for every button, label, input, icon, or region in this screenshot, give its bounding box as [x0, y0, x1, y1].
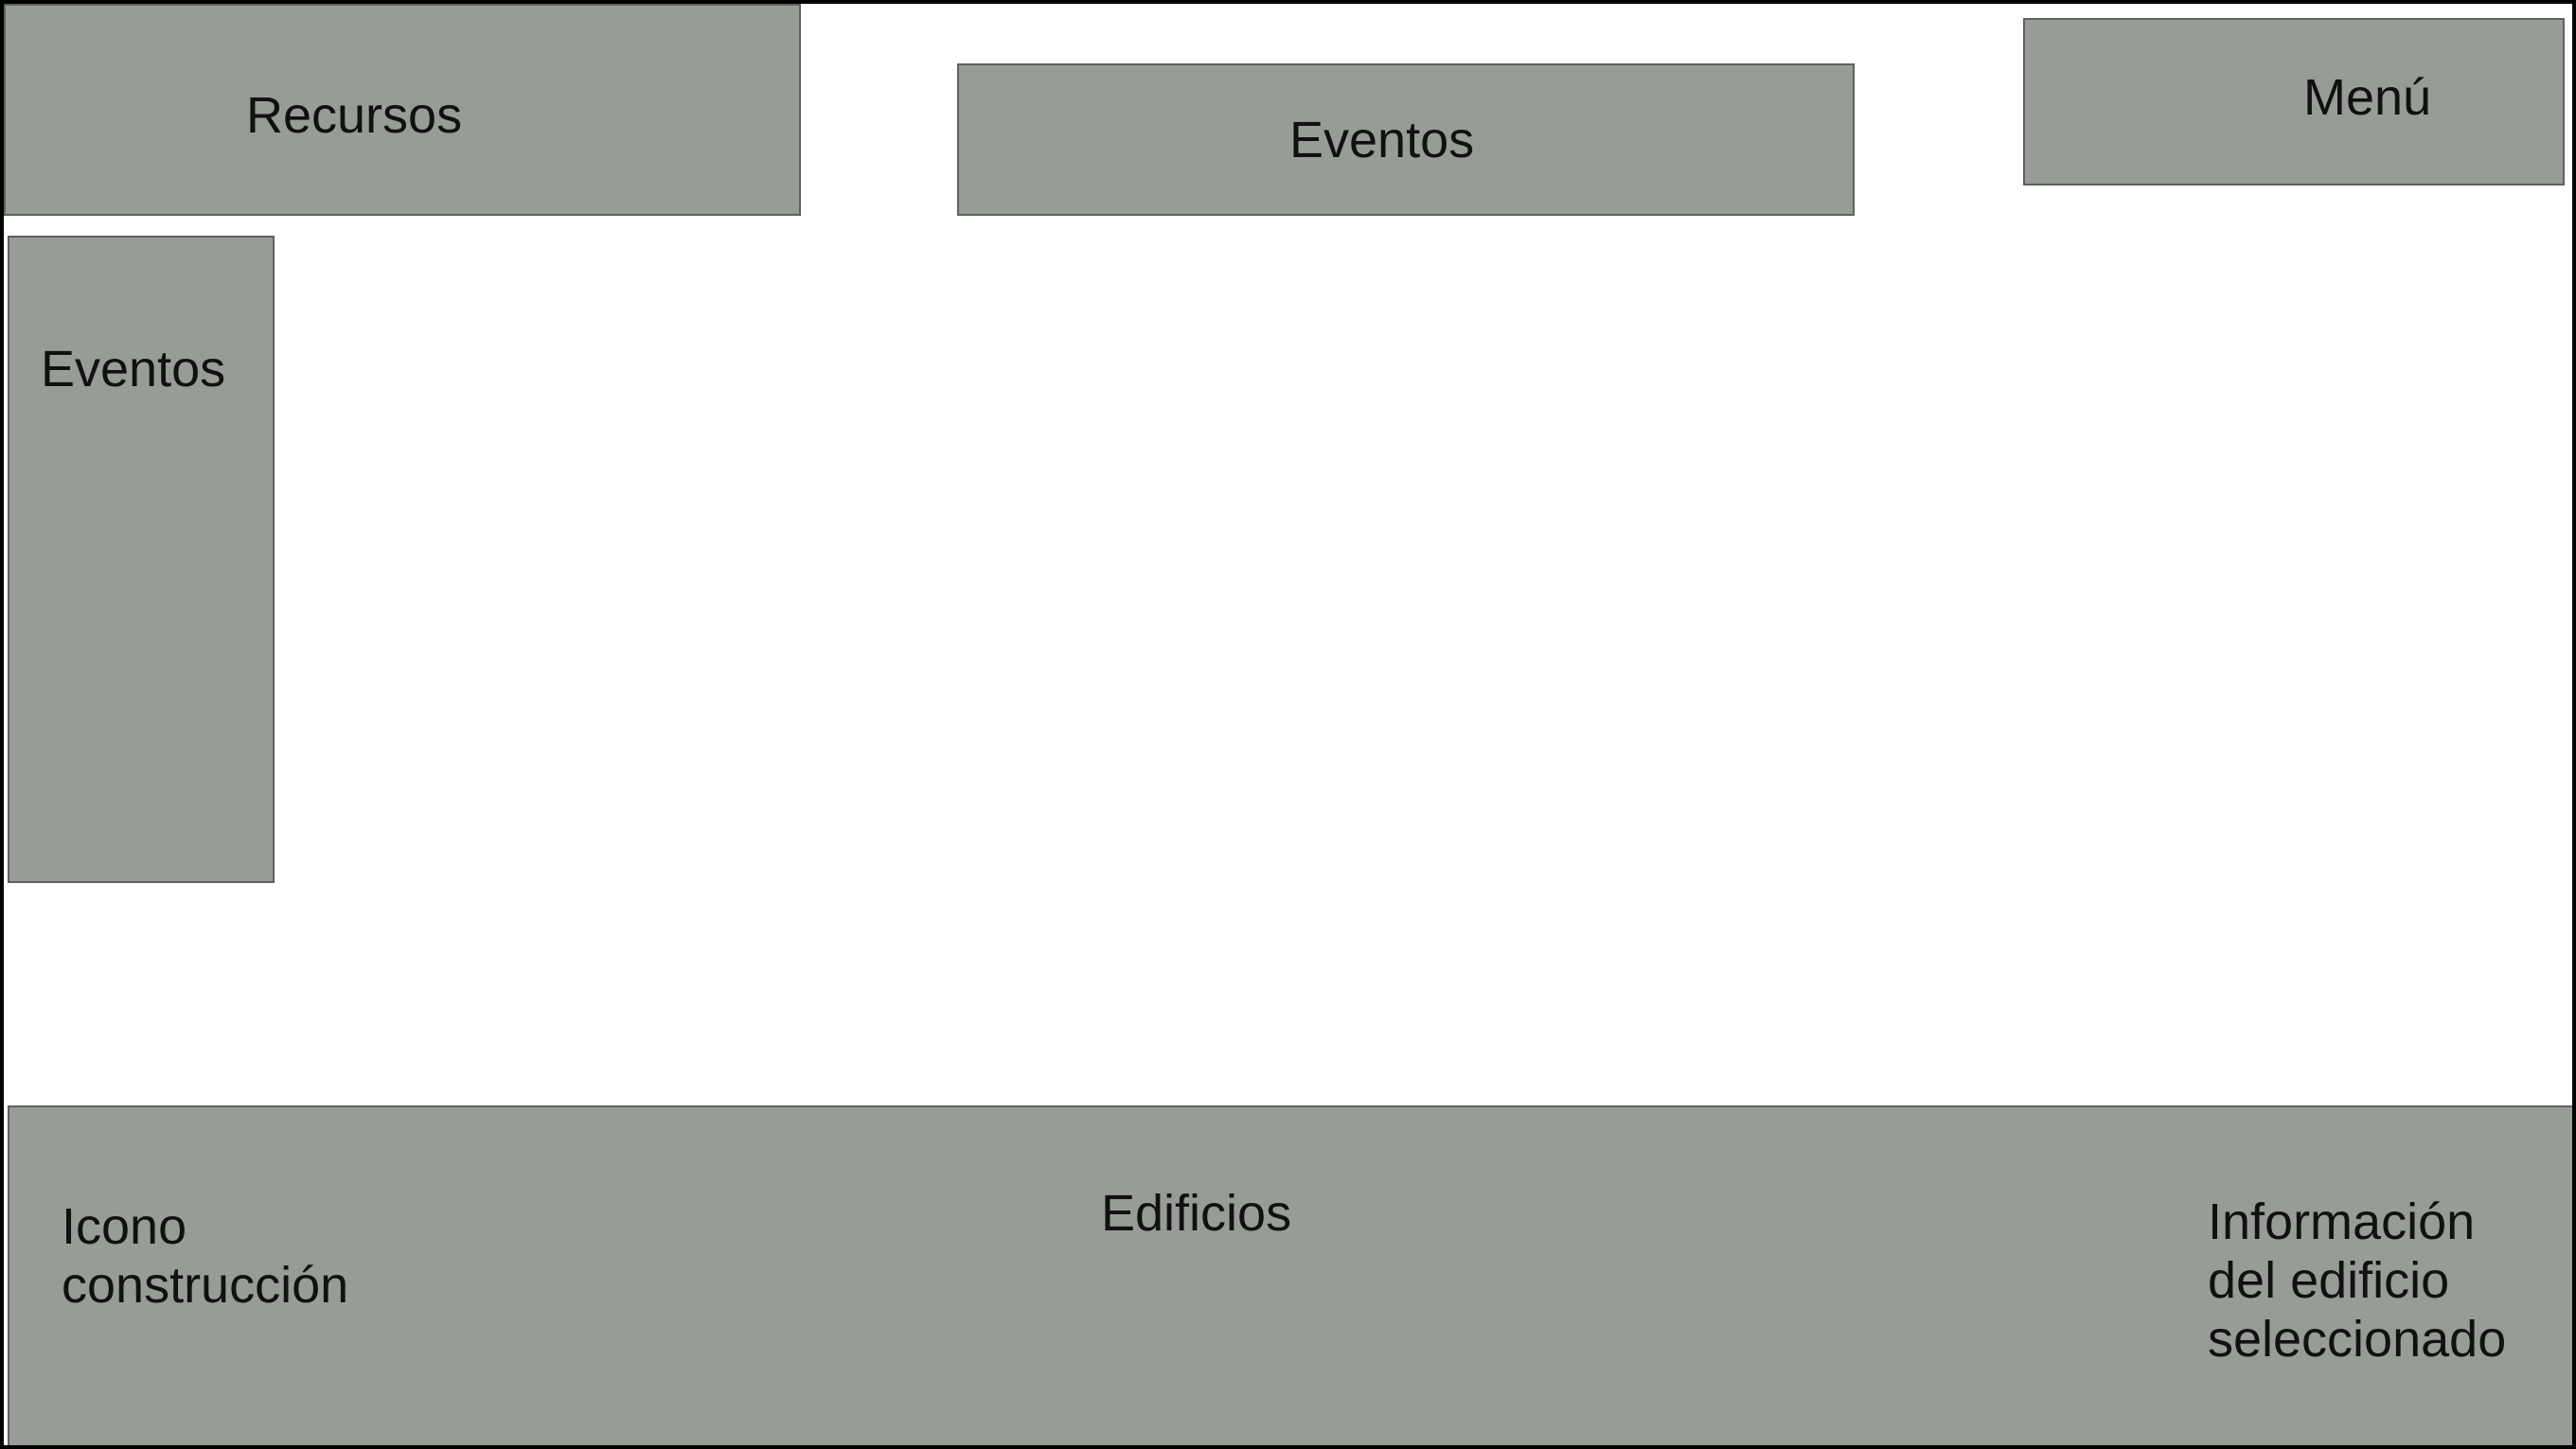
events-top-panel: Eventos	[957, 63, 1855, 216]
build-icon-label: Icono construcción	[62, 1198, 349, 1315]
events-top-label: Eventos	[1289, 112, 1475, 168]
events-side-label: Eventos	[41, 341, 226, 398]
buildings-label: Edificios	[1101, 1185, 1292, 1242]
events-side-panel: Eventos	[8, 236, 275, 883]
resources-panel: Recursos	[4, 4, 801, 216]
selected-building-info-label: Información del edificio seleccionado	[2208, 1193, 2507, 1369]
resources-label: Recursos	[246, 87, 463, 144]
menu-label: Menú	[2303, 69, 2432, 126]
bottom-bar-panel: Icono construcción Edificios Información…	[8, 1105, 2572, 1445]
menu-panel: Menú	[2023, 18, 2565, 186]
